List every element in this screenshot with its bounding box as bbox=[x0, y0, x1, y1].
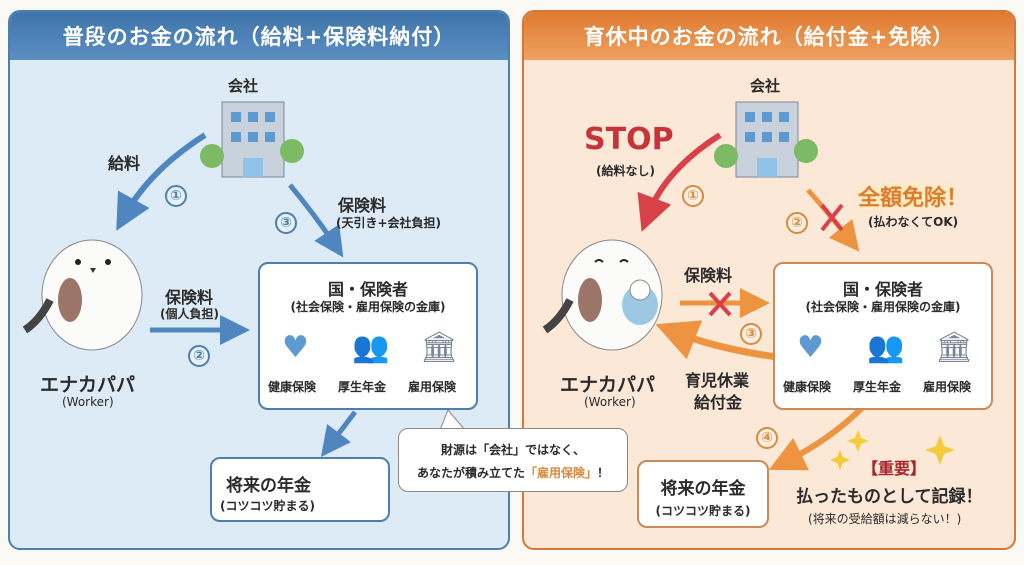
stop-salary-arrow bbox=[637, 132, 722, 232]
company-premium-arrow bbox=[288, 183, 344, 258]
cross-mark bbox=[708, 291, 732, 317]
exempt-note: (払わなくてOK) bbox=[868, 215, 959, 229]
stop-note: (給料なし) bbox=[596, 164, 655, 178]
funding-callout: 財源は「会社」ではなく、 あなたが積み立てた「雇用保険」！ bbox=[398, 428, 628, 492]
step-1-badge: ① bbox=[682, 185, 704, 207]
company-label: 会社 bbox=[750, 77, 781, 95]
benefit-line1: 育児休業 bbox=[685, 371, 750, 390]
salary-arrow bbox=[116, 132, 207, 231]
step-3-badge: ③ bbox=[740, 323, 762, 345]
pension-note: (コツコツ貯まる) bbox=[655, 504, 751, 518]
callout-tail bbox=[439, 409, 467, 431]
company-building-icon bbox=[714, 101, 818, 178]
insurance-pension: 厚生年金 bbox=[853, 380, 902, 394]
company-label: 会社 bbox=[228, 77, 259, 95]
insurer-subtitle: (社会保険・雇用保険の金庫) bbox=[290, 300, 446, 314]
step-2-badge: ② bbox=[786, 212, 808, 234]
health-insurance-heart-icon: ♥ bbox=[282, 330, 309, 365]
personal-premium-label: 保険料 bbox=[165, 288, 214, 307]
pension-title: 将来の年金 bbox=[226, 476, 311, 496]
benefit-arrow bbox=[655, 320, 786, 362]
personal-premium-note: (個人負担) bbox=[160, 307, 219, 321]
important-label: 【重要】 bbox=[862, 459, 927, 478]
insurer-title: 国・保険者 bbox=[842, 280, 923, 299]
insurer-box: 国・保険者 (社会保険・雇用保険の金庫) ♥ 👥 🏛 健康保険 厚生年金 雇用保… bbox=[258, 262, 478, 410]
bird-worker-with-baby-icon bbox=[542, 239, 663, 351]
pension-record-arrow bbox=[768, 402, 868, 471]
recorded-label: 払ったものとして記録！ bbox=[796, 487, 983, 507]
company-building-icon bbox=[200, 101, 304, 178]
pension-people-icon: 👥 bbox=[867, 330, 905, 365]
callout-line1: 財源は「会社」ではなく、 bbox=[440, 443, 585, 457]
pension-note: (コツコツ貯まる) bbox=[220, 499, 315, 513]
future-pension-box: 将来の年金 (コツコツ貯まる) bbox=[210, 457, 390, 522]
normal-flow-title: 普段のお金の流れ（給料+保険料納付） bbox=[10, 12, 508, 60]
worker-name: エナカパパ bbox=[560, 374, 656, 396]
insurance-pension: 厚生年金 bbox=[338, 380, 387, 394]
salary-label: 給料 bbox=[108, 154, 141, 173]
recorded-note: (将来の受給額は減らない！) bbox=[808, 512, 962, 526]
stop-label: STOP bbox=[584, 122, 674, 157]
callout-highlight: 「雇用保険」 bbox=[524, 466, 597, 480]
pension-arrow bbox=[320, 410, 357, 457]
company-premium-label: 保険料 bbox=[338, 196, 387, 215]
insurer-title: 国・保険者 bbox=[327, 280, 408, 299]
pension-title: 将来の年金 bbox=[660, 479, 746, 499]
employment-insurance-bank-icon: 🏛 bbox=[420, 330, 459, 365]
company-premium-note: (天引き+会社負担) bbox=[336, 216, 442, 230]
worker-role: (Worker) bbox=[584, 395, 636, 409]
worker-name: エナカパパ bbox=[40, 374, 136, 396]
benefit-line2: 給付金 bbox=[694, 393, 743, 412]
step-3-badge: ③ bbox=[275, 212, 297, 234]
insurer-box: 国・保険者 (社会保険・雇用保険の金庫) ♥ 👥 🏛 健康保険 厚生年金 雇用保… bbox=[773, 262, 993, 410]
insurer-subtitle: (社会保険・雇用保険の金庫) bbox=[805, 300, 961, 314]
step-1-badge: ① bbox=[165, 185, 187, 207]
insurance-health: 健康保険 bbox=[268, 380, 317, 394]
insurance-employment: 雇用保険 bbox=[408, 380, 457, 394]
employment-insurance-bank-icon: 🏛 bbox=[935, 330, 974, 365]
step-2-badge: ② bbox=[188, 345, 210, 367]
cross-mark bbox=[820, 203, 844, 232]
pension-people-icon: 👥 bbox=[352, 330, 390, 365]
leave-flow-title: 育休中のお金の流れ（給付金+免除） bbox=[524, 12, 1014, 60]
bird-worker-icon bbox=[22, 239, 143, 351]
insurance-health: 健康保険 bbox=[783, 380, 832, 394]
step-4-badge: ④ bbox=[756, 427, 778, 449]
insurance-employment: 雇用保険 bbox=[923, 380, 972, 394]
premium-label: 保険料 bbox=[684, 266, 733, 285]
callout-line2: あなたが積み立てた bbox=[416, 466, 525, 480]
worker-role: (Worker) bbox=[62, 395, 114, 409]
future-pension-box: 将来の年金 (コツコツ貯まる) bbox=[637, 460, 769, 528]
health-insurance-heart-icon: ♥ bbox=[797, 330, 824, 365]
callout-suffix: ！ bbox=[597, 466, 610, 480]
exempt-label: 全額免除！ bbox=[858, 186, 969, 211]
